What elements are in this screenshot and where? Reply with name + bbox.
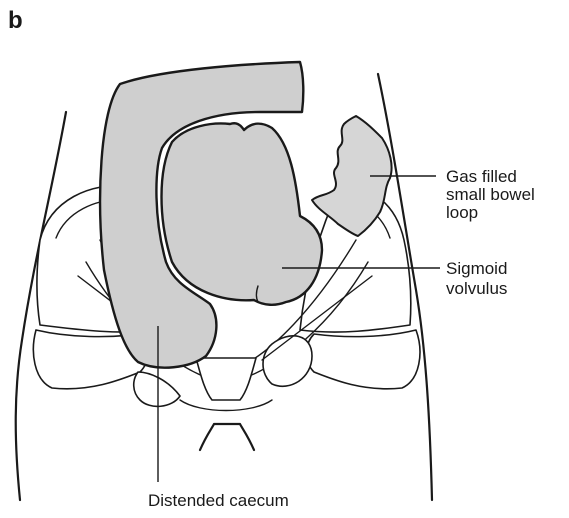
gas-loop-label-line3: loop xyxy=(446,203,478,222)
sigmoid-label-line1: Sigmoid xyxy=(446,259,507,278)
caecum-label: Distended caecum xyxy=(148,491,289,510)
sigmoid-label-line2: volvulus xyxy=(446,279,507,298)
sigmoid-volvulus xyxy=(162,123,323,305)
gas-loop-label-line2: small bowel xyxy=(446,185,535,204)
panel-letter: b xyxy=(8,7,23,34)
gas-loop-label-line1: Gas filled xyxy=(446,167,517,186)
